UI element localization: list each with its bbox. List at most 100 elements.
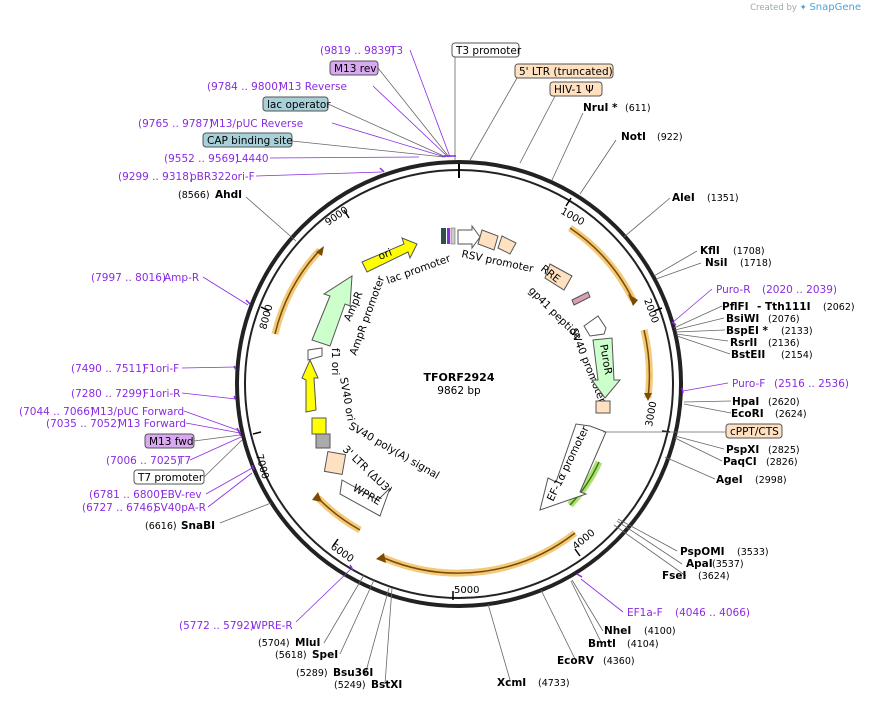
site-name: AgeI	[716, 474, 743, 486]
tick-5000: 5000	[454, 585, 479, 596]
site-name: BsiWI	[726, 313, 759, 325]
site-pos: (2133)	[781, 326, 813, 337]
primer-name: M13/pUC Forward	[91, 406, 184, 418]
snapgene-logo-icon: ✦	[799, 3, 807, 13]
primer-range: (6727 .. 6746)	[82, 502, 157, 514]
primer-range: (9784 .. 9800)	[207, 81, 282, 93]
sites-right: NruI * (611) NotI (922) AleI (1351) KflI…	[497, 102, 855, 689]
primer-name: F1ori-F	[143, 363, 179, 375]
box-t7-promoter: T7 promoter	[137, 472, 204, 484]
primer-name: L4440	[236, 153, 269, 165]
primer-name: F1ori-R	[143, 388, 180, 400]
box-hiv-psi: HIV-1 Ψ	[554, 84, 594, 96]
svg-text:f1 ori: f1 ori	[329, 348, 341, 375]
primer-range: (9552 .. 9569)	[164, 153, 239, 165]
primer-name: M13 Reverse	[279, 81, 347, 93]
primer-range: (7280 .. 7299)	[71, 388, 146, 400]
feature-rre: RRE	[538, 263, 573, 291]
tick-3000: 3000	[644, 401, 659, 428]
site-name: BstXI	[371, 679, 402, 691]
site-name: SnaBI	[181, 520, 215, 532]
primer-range: (2020 .. 2039)	[762, 284, 837, 296]
site-pos: (4104)	[627, 639, 659, 650]
site-name: AhdI	[215, 189, 242, 201]
site-pos: (3624)	[698, 571, 730, 582]
site-pos: (1351)	[707, 193, 739, 204]
site-name: BspEI *	[726, 325, 769, 337]
site-name: EcoRI	[731, 408, 764, 420]
primer-name: EF1a-F	[627, 607, 663, 619]
site-pos: (2624)	[775, 409, 807, 420]
primer-range: (4046 .. 4066)	[675, 607, 750, 619]
primer-name: WPRE-R	[251, 620, 293, 632]
site-pos: (2154)	[781, 350, 813, 361]
site-name: XcmI	[497, 677, 526, 689]
site-pos: (4100)	[644, 626, 676, 637]
primer-range: (7035 .. 7052)	[46, 418, 121, 430]
site-name: NotI	[621, 131, 646, 143]
primer-name: M13 Forward	[118, 418, 186, 430]
site-pos: (611)	[625, 103, 651, 114]
site-name: BmtI	[588, 638, 616, 650]
site-pos: (5249)	[334, 680, 366, 691]
site-pos: (1708)	[733, 246, 765, 257]
primer-name: Amp-R	[164, 272, 199, 284]
primer-range: (2516 .. 2536)	[774, 378, 849, 390]
primer-range: (5772 .. 5792)	[179, 620, 254, 632]
leader-lines	[181, 49, 732, 685]
site-name: KflI	[700, 245, 720, 257]
feature-f1-ori: f1 ori	[301, 347, 341, 413]
site-name: EcoRV	[557, 655, 595, 667]
feature-3ltr-block	[323, 451, 347, 475]
site-pos: (2825)	[768, 445, 800, 456]
feature-top-cluster	[441, 224, 517, 255]
credit: Created by ✦ SnapGene	[750, 2, 861, 13]
box-cppt: cPPT/CTS	[730, 426, 779, 438]
site-pos: (3537)	[712, 559, 744, 570]
credit-brand: SnapGene	[809, 2, 861, 13]
feature-sv40-polya-block	[315, 433, 331, 449]
site-pos: (8566)	[178, 190, 210, 201]
credit-prefix: Created by	[750, 3, 797, 13]
site-pos: (922)	[657, 132, 683, 143]
site-name: SpeI	[312, 649, 338, 661]
orf-arcs	[271, 225, 653, 577]
box-cap-binding: CAP binding site	[207, 135, 293, 147]
site-name: MluI	[295, 637, 320, 649]
boxed-labels: M13 rev lac operator CAP binding site M1…	[133, 42, 783, 485]
tick-6000: 6000	[328, 541, 355, 565]
sites-left: (8566) AhdI (6616) SnaBI (5704) MluI (56…	[145, 189, 402, 691]
primer-range: (9765 .. 9787)	[138, 118, 213, 130]
site-name: PspOMI	[680, 546, 725, 558]
site-pos: (2620)	[768, 397, 800, 408]
box-lac-operator: lac operator	[267, 99, 331, 111]
tick-marks	[252, 197, 671, 600]
site-name: NsiI	[705, 257, 728, 269]
primer-labels-right: Puro-R (2020 .. 2039) Puro-F (2516 .. 25…	[627, 284, 849, 619]
tick-4000: 4000	[571, 528, 598, 553]
primer-range: (7044 .. 7066)	[19, 406, 94, 418]
primer-range: (9299 .. 9318)	[118, 171, 193, 183]
feature-sv40-ori-label: SV40 ori	[337, 376, 356, 422]
primer-name: T7	[177, 455, 191, 467]
site-pos: (2076)	[768, 314, 800, 325]
svg-text:PuroR: PuroR	[597, 343, 614, 375]
site-pos: (4733)	[538, 678, 570, 689]
site-name: - Tth111I	[757, 301, 811, 313]
feature-sv40-ori-block	[311, 417, 327, 435]
site-name: ApaI	[686, 558, 713, 570]
primer-range: (9819 .. 9839)	[320, 45, 395, 57]
plasmid-size: 9862 bp	[437, 385, 481, 397]
primer-labels-left: (9819 .. 9839) T3 (9784 .. 9800) M13 Rev…	[19, 45, 403, 632]
primer-name: EBV-rev	[161, 489, 202, 501]
site-pos: (3533)	[737, 547, 769, 558]
site-name: NruI *	[583, 102, 618, 114]
site-name: PaqCI	[723, 456, 757, 468]
site-name: PspXI	[726, 444, 759, 456]
primer-name: pBR322ori-F	[190, 171, 255, 183]
site-pos: (1718)	[740, 258, 772, 269]
box-m13fwd: M13 fwd	[149, 436, 194, 448]
site-name: HpaI	[732, 396, 759, 408]
site-name: BstEII	[731, 349, 765, 361]
